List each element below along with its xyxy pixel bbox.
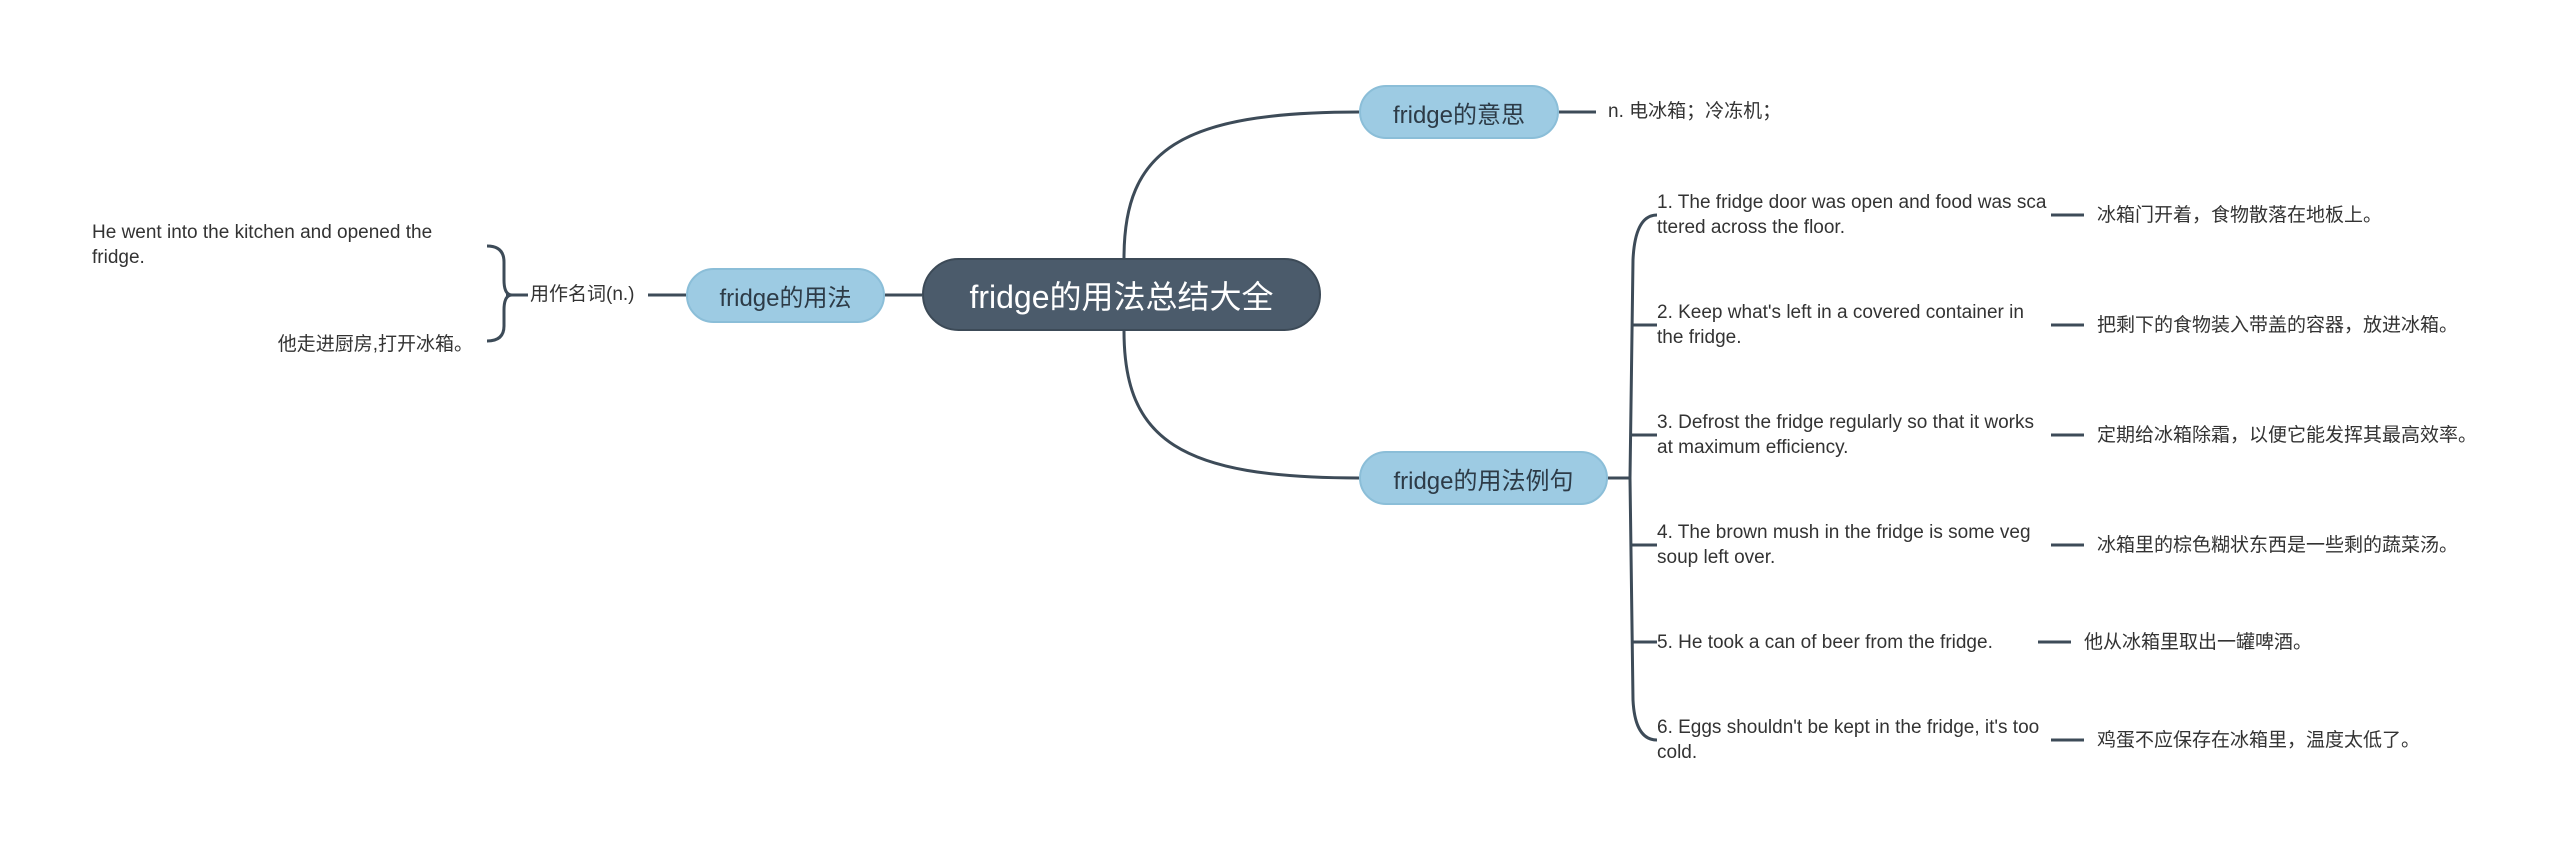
- example-zh-1: 冰箱门开着，食物散落在地板上。: [2097, 205, 2383, 226]
- example-en-2: 2. Keep what's left in a covered contain…: [1657, 302, 2024, 348]
- usage-example-en: He went into the kitchen and opened the …: [92, 222, 433, 268]
- meaning-node[interactable]: fridge的意思: [1359, 85, 1559, 139]
- root-node[interactable]: fridge的用法总结大全: [922, 258, 1321, 331]
- examples-node[interactable]: fridge的用法例句: [1359, 451, 1608, 505]
- example-zh-3: 定期给冰箱除霜，以便它能发挥其最高效率。: [2097, 425, 2478, 446]
- example-en-6: 6. Eggs shouldn't be kept in the fridge,…: [1657, 717, 2040, 763]
- example-en-4: 4. The brown mush in the fridge is some …: [1657, 522, 2031, 568]
- example-zh-4: 冰箱里的棕色糊状东西是一些剩的蔬菜汤。: [2097, 535, 2459, 556]
- bracket: [1628, 213, 1658, 742]
- brace: [486, 244, 513, 343]
- usage-category: 用作名词(n.): [530, 284, 635, 305]
- usage-example-zh: 他走进厨房,打开冰箱。: [277, 334, 473, 355]
- example-en-1: 1. The fridge door was open and food was…: [1657, 192, 2047, 238]
- example-zh-5: 他从冰箱里取出一罐啤酒。: [2084, 632, 2313, 653]
- example-en-3: 3. Defrost the fridge regularly so that …: [1657, 412, 2034, 458]
- connector-root-examples: [1122, 330, 1360, 480]
- example-zh-6: 鸡蛋不应保存在冰箱里，温度太低了。: [2097, 730, 2421, 751]
- example-en-5: 5. He took a can of beer from the fridge…: [1657, 632, 1993, 653]
- meaning-definition: n. 电冰箱；冷冻机；: [1608, 101, 1782, 122]
- example-zh-2: 把剩下的食物装入带盖的容器，放进冰箱。: [2097, 315, 2459, 336]
- usage-node[interactable]: fridge的用法: [686, 268, 885, 323]
- connector-root-meaning: [1122, 110, 1360, 259]
